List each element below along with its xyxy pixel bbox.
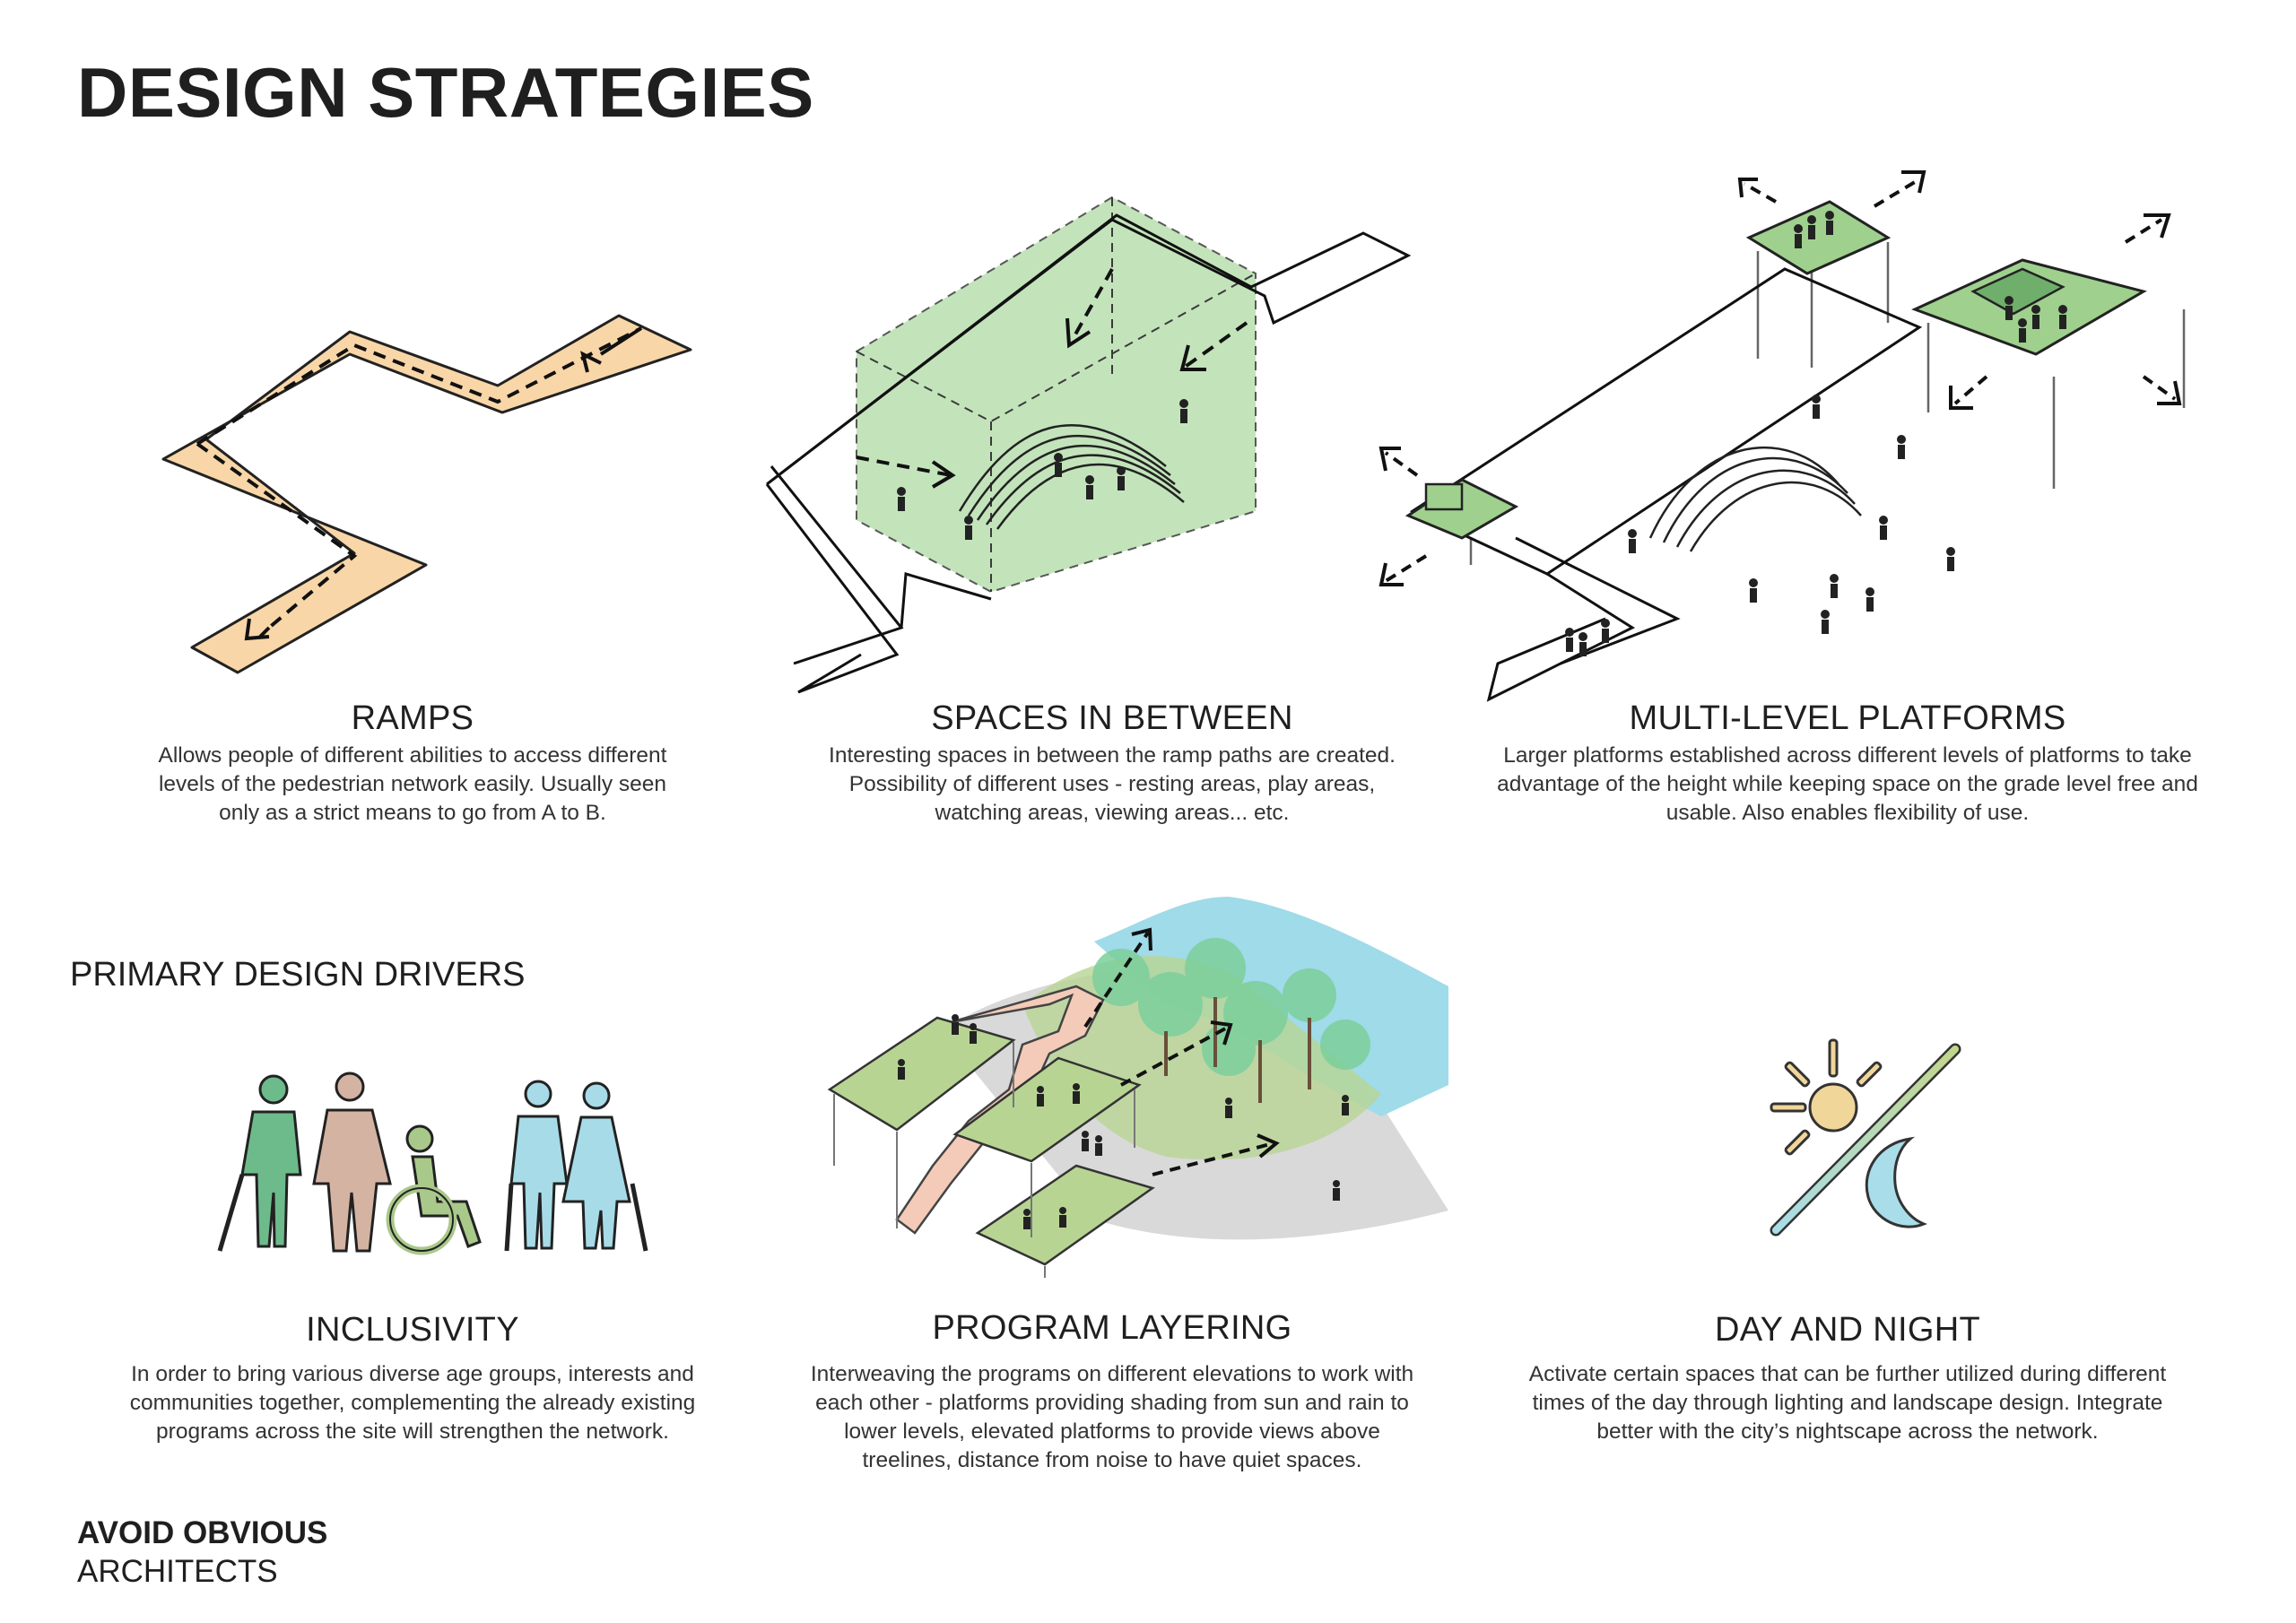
moon-icon bbox=[1865, 1136, 1927, 1228]
driver-title-day-and-night: DAY AND NIGHT bbox=[1715, 1311, 1980, 1349]
lawn-area bbox=[1022, 956, 1381, 1160]
driver-desc-inclusivity: In order to bring various diverse age gr… bbox=[129, 1362, 696, 1444]
strategy-desc-ramps: Allows people of different abilities to … bbox=[158, 743, 667, 825]
driver-title-program-layering: PROGRAM LAYERING bbox=[932, 1309, 1292, 1347]
program-platform-2 bbox=[952, 1056, 1142, 1163]
strategy-title-spaces-in-between: SPACES IN BETWEEN bbox=[931, 699, 1293, 737]
driver-title-inclusivity: INCLUSIVITY bbox=[306, 1311, 519, 1349]
brand-name-line-2: ARCHITECTS bbox=[77, 1554, 278, 1589]
inclusivity-people-icons bbox=[217, 1072, 648, 1255]
spaces-in-between-diagram bbox=[765, 195, 1412, 694]
page-title: DESIGN STRATEGIES bbox=[77, 53, 814, 132]
platform-large bbox=[1911, 258, 2147, 356]
sun-icon bbox=[1808, 1082, 1858, 1133]
multi-level-platforms-diagram bbox=[1378, 170, 2186, 702]
driver-desc-program-layering: Interweaving the programs on different e… bbox=[810, 1362, 1414, 1472]
strategy-title-ramps: RAMPS bbox=[351, 699, 474, 737]
elderly-couple-icon bbox=[509, 1080, 631, 1250]
driver-desc-day-and-night: Activate certain spaces that can be furt… bbox=[1528, 1362, 2167, 1444]
program-platform-1 bbox=[827, 1016, 1016, 1132]
strategy-title-multi-level-platforms: MULTI-LEVEL PLATFORMS bbox=[1629, 699, 2066, 737]
platform-small-top bbox=[1745, 200, 1892, 275]
ramp-path-shape bbox=[161, 314, 692, 674]
strategy-desc-spaces-in-between: Interesting spaces in between the ramp p… bbox=[829, 743, 1396, 825]
day-and-night-icon bbox=[1770, 1038, 1961, 1237]
strategy-desc-multi-level-platforms: Larger platforms established across diff… bbox=[1497, 743, 2198, 825]
wheelchair-user-icon bbox=[386, 1124, 482, 1255]
brand-name-line-1: AVOID OBVIOUS bbox=[77, 1515, 328, 1550]
adult-person-icon bbox=[312, 1072, 392, 1253]
program-layering-diagram bbox=[827, 897, 1448, 1278]
ramps-diagram bbox=[161, 314, 692, 674]
person-with-cane-icon bbox=[240, 1074, 302, 1248]
section-title: PRIMARY DESIGN DRIVERS bbox=[70, 956, 526, 994]
